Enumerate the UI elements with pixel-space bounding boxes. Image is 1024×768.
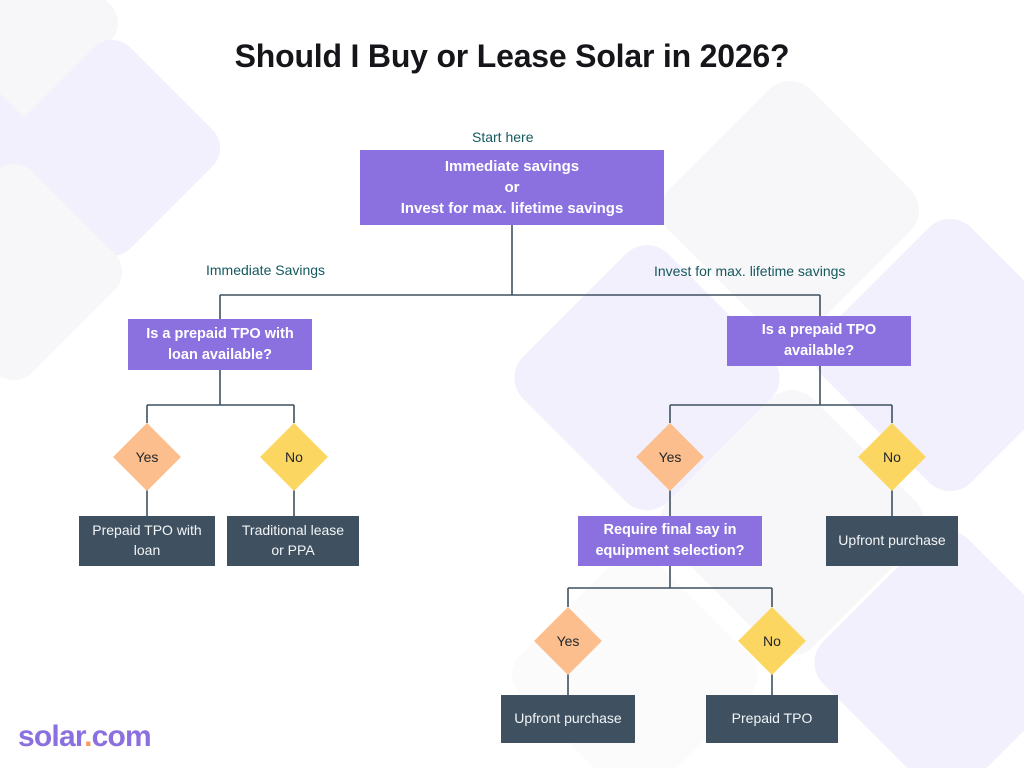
outcome-prepaid-tpo[interactable]: Prepaid TPO xyxy=(706,695,838,743)
outcome-upfront-purchase-right[interactable]: Upfront purchase xyxy=(826,516,958,566)
outcome-upfront-purchase-sub[interactable]: Upfront purchase xyxy=(501,695,635,743)
branch-label-invest-lifetime: Invest for max. lifetime savings xyxy=(654,263,846,279)
logo-text-com: com xyxy=(91,720,152,753)
decision-right-no-label: No xyxy=(883,449,901,465)
branch-label-immediate-savings: Immediate Savings xyxy=(206,262,326,278)
start-node[interactable]: Immediate savings or Invest for max. lif… xyxy=(360,150,664,225)
decision-sub-no-label: No xyxy=(763,633,781,649)
page-title: Should I Buy or Lease Solar in 2026? xyxy=(234,38,790,74)
decision-left-no-label: No xyxy=(285,449,303,465)
logo-text-solar: solar xyxy=(18,720,85,753)
decision-sub-yes[interactable]: Yes xyxy=(534,607,602,675)
logo-dot: . xyxy=(84,720,92,753)
start-node-line1: Immediate savings xyxy=(444,157,580,175)
decision-left-yes-label: Yes xyxy=(135,449,159,465)
question-prepaid-tpo-with-loan[interactable]: Is a prepaid TPO with loan available? xyxy=(128,319,312,370)
decision-left-yes[interactable]: Yes xyxy=(113,423,181,491)
decision-left-no[interactable]: No xyxy=(260,423,328,491)
decision-right-no[interactable]: No xyxy=(858,423,926,491)
start-here-label: Start here xyxy=(472,129,534,145)
question-prepaid-tpo-available[interactable]: Is a prepaid TPO available? xyxy=(727,316,911,366)
start-node-line2: or xyxy=(504,178,520,196)
outcome-prepaid-tpo-with-loan[interactable]: Prepaid TPO with loan xyxy=(79,516,215,566)
start-node-line3: Invest for max. lifetime savings xyxy=(400,200,624,218)
outcome-traditional-lease-or-ppa[interactable]: Traditional lease or PPA xyxy=(227,516,359,566)
decision-sub-no[interactable]: No xyxy=(738,607,806,675)
solar-com-logo[interactable]: solar.com xyxy=(18,720,152,753)
decision-right-yes-label: Yes xyxy=(658,449,682,465)
question-final-say-equipment[interactable]: Require final say in equipment selection… xyxy=(578,516,762,566)
decision-right-yes[interactable]: Yes xyxy=(636,423,704,491)
decision-sub-yes-label: Yes xyxy=(556,633,580,649)
